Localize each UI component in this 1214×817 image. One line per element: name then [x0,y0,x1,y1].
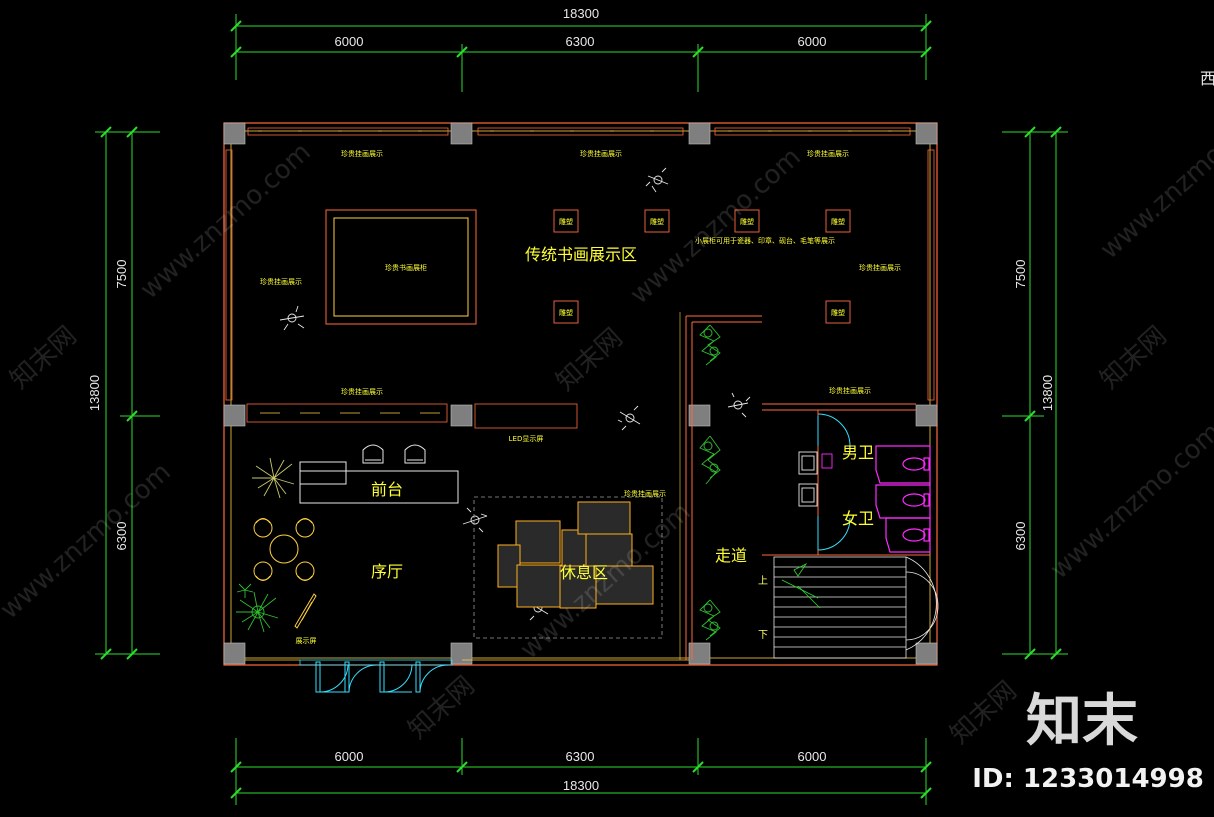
washroom-partitions [762,410,930,556]
reception-desk [299,461,459,504]
watermark-site-4: www.znzmo.com [0,457,177,625]
toilet-stalls [875,445,931,553]
sculpture-label-6: 雕塑 [831,308,845,317]
sculpture-label-2: 雕塑 [650,217,664,226]
wall-display-label-6: 珍贵挂画展示 [341,387,383,396]
dim-right-total: 13800 [1040,375,1055,411]
washroom-doors [817,413,851,551]
small-cabinet-note: 小展柜可用于瓷器、印章、砚台、毛笔等展示 [695,236,835,245]
sinks [798,451,833,507]
watermark-brand: 知末 [1026,689,1138,754]
watermark-site-2: www.znzmo.com [625,142,807,310]
dim-bottom-seg-3: 6000 [798,749,827,764]
sculpture-label-3: 雕塑 [740,217,754,226]
edge-char: 西 [1200,71,1214,88]
outer-walls [223,122,938,666]
wall-display-label-5: 珍贵挂画展示 [859,263,901,272]
dimension-ticks [100,20,1062,799]
dim-left-seg-1: 7500 [114,260,129,289]
dim-right-seg-1: 7500 [1013,260,1028,289]
room-corridor: 走道 [715,546,747,565]
reception-chairs [362,444,426,464]
dim-top-total: 18300 [563,6,599,21]
display-screen-label: 展示屏 [296,637,317,645]
watermark-cn-5: 知末网 [945,676,1023,750]
dim-bottom-total: 18300 [563,778,599,793]
room-mens-wc: 男卫 [842,443,874,462]
sculpture-label-5: 雕塑 [559,308,573,317]
display-screen [294,593,317,629]
wall-display-label-1: 珍贵挂画展示 [341,149,383,158]
people-figures [279,167,751,621]
watermark-site-3: www.znzmo.com [1095,97,1214,265]
dim-top-seg-3: 6000 [798,34,827,49]
dim-left-seg-2: 6300 [114,522,129,551]
wall-display-label-4: 珍贵挂画展示 [260,277,302,286]
dim-bottom-seg-2: 6300 [566,749,595,764]
room-lounge: 休息区 [560,563,608,582]
watermark-cn-3: 知末网 [1095,321,1173,395]
watermark-id: ID: 1233014998 [972,764,1204,794]
dim-top-seg-2: 6300 [566,34,595,49]
sculpture-label-1: 雕塑 [559,217,573,226]
wall-display-label-8: 珍贵挂画展示 [624,489,666,498]
watermark-cn-4: 知末网 [403,671,481,745]
round-table-set [253,518,315,581]
dim-right-seg-2: 6300 [1013,522,1028,551]
room-hall: 序厅 [371,562,403,581]
room-womens-wc: 女卫 [842,509,874,528]
wall-display-label-3: 珍贵挂画展示 [807,149,849,158]
lounge-area [473,496,663,639]
watermark-cn-1: 知末网 [5,321,83,395]
room-reception: 前台 [371,480,403,499]
watermark-cn-2: 知末网 [551,323,629,397]
columns [223,122,938,665]
wall-display-label-7: 珍贵挂画展示 [829,386,871,395]
sculpture-plinths [553,209,851,324]
entrance-doors [315,661,449,693]
calligraphy-cabinet [325,209,477,325]
plants [236,324,721,641]
stairs-down-label: 下 [758,630,768,641]
led-screen-label: LED显示屏 [509,435,544,443]
room-exhibition: 传统书画展示区 [525,245,637,264]
stairs [773,556,939,659]
watermark-site-6: www.znzmo.com [1045,417,1214,585]
dim-bottom-seg-1: 6000 [335,749,364,764]
sculpture-label-4: 雕塑 [831,217,845,226]
wall-display-strips [225,127,935,429]
stairs-up-label: 上 [758,575,768,587]
dim-top-seg-1: 6000 [335,34,364,49]
calligraphy-cabinet-label: 珍贵书画展柜 [385,263,427,272]
wall-display-label-2: 珍贵挂画展示 [580,149,622,158]
dim-left-total: 13800 [87,375,102,411]
interior-walls [679,312,916,660]
wall-display-ticks [258,130,892,414]
